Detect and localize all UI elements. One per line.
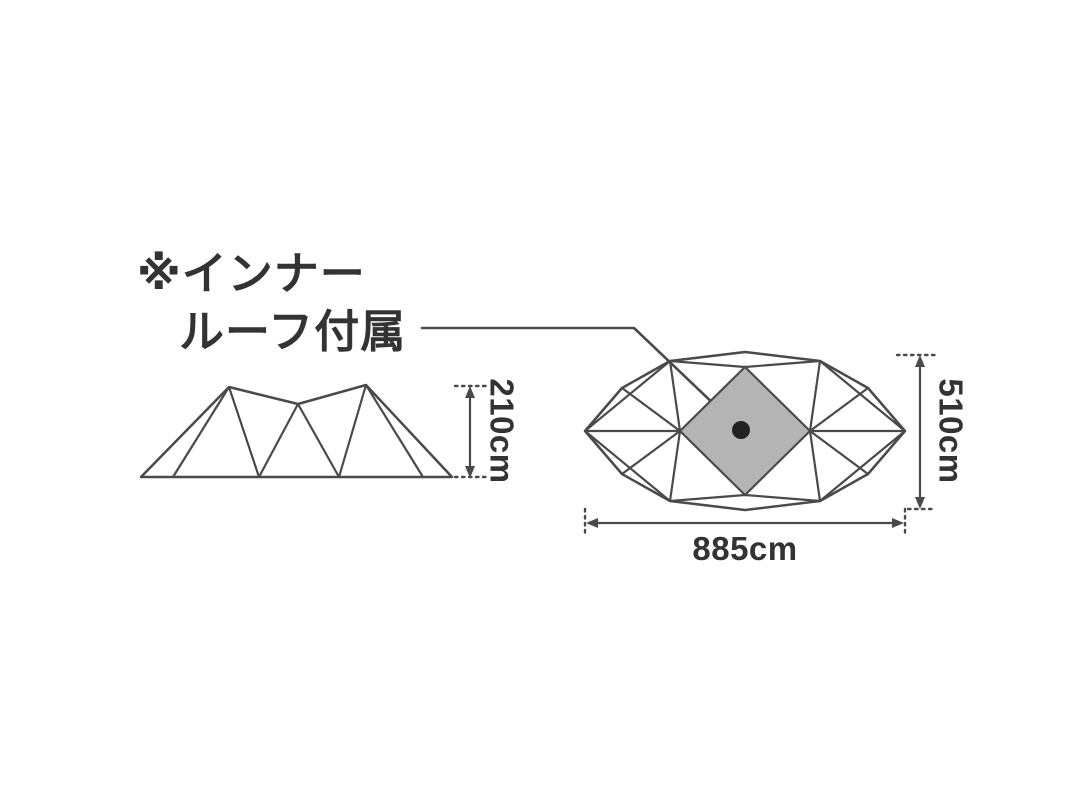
depth-dimension-label: 510cm (933, 378, 970, 483)
depth-extension-lines (895, 353, 937, 511)
note-leader-line (420, 326, 741, 430)
side-view-outline (139, 383, 454, 479)
top-view-frame-lines (583, 359, 907, 503)
width-extension-lines (583, 507, 907, 538)
height-extension-lines (453, 384, 490, 479)
inner-roof-note: ※インナー ルーフ付属 (137, 248, 741, 430)
width-dimension-label: 885cm (692, 530, 797, 567)
depth-dimension: 510cm (895, 353, 970, 511)
height-dimension-label: 210cm (484, 378, 521, 483)
tent-side-view (139, 383, 454, 479)
side-view-frame-lines (171, 383, 425, 479)
note-line-2: ルーフ付属 (179, 306, 406, 357)
height-dimension: 210cm (453, 378, 521, 484)
center-pole-dot (732, 421, 750, 439)
tent-top-view (583, 350, 907, 512)
top-view-outline (583, 350, 907, 512)
note-line-1: ※インナー (137, 248, 366, 299)
width-dimension: 885cm (583, 507, 907, 567)
